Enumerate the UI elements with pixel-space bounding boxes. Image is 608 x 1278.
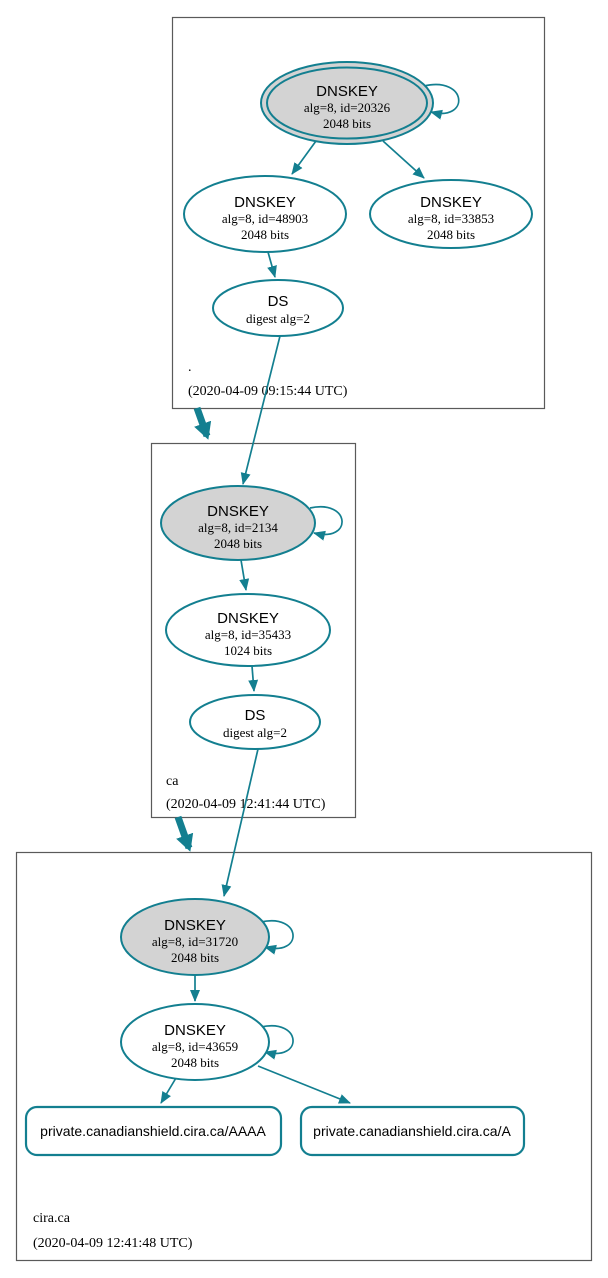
root-ksk-detail: alg=8, id=20326 [304, 100, 391, 115]
ca-ds-node[interactable]: DS digest alg=2 [189, 694, 321, 750]
edge-root-ksk-to-zsk [291, 140, 317, 175]
zone-timestamp-cira: (2020-04-09 12:41:48 UTC) [33, 1236, 193, 1251]
ca-zsk-bits: 1024 bits [224, 643, 272, 658]
root-zsk-title: DNSKEY [234, 194, 296, 211]
rrset-a-rect[interactable] [299, 1105, 526, 1157]
cira-ksk-ellipse[interactable] [120, 898, 270, 976]
ca-ksk-bits: 2048 bits [214, 536, 262, 551]
edge-ca-ksk-selfloop [309, 505, 343, 541]
edge-ca-ksk-to-zsk [239, 559, 250, 591]
zone-label-root: . [188, 360, 192, 375]
root-ksk-node[interactable]: DNSKEY alg=8, id=20326 2048 bits [260, 61, 434, 145]
root-zsk-bits: 2048 bits [241, 227, 289, 242]
root-ds-node[interactable]: DS digest alg=2 [212, 279, 344, 337]
edge-delegation-ca-to-cira [174, 815, 194, 852]
ca-ds-detail: digest alg=2 [223, 725, 287, 740]
ca-ds-title: DS [245, 707, 266, 724]
zone-box-cira [15, 851, 593, 1262]
cira-ksk-node[interactable]: DNSKEY alg=8, id=31720 2048 bits [120, 898, 270, 976]
ca-ksk-node[interactable]: DNSKEY alg=8, id=2134 2048 bits [160, 485, 316, 561]
ca-zsk-title: DNSKEY [217, 610, 279, 627]
edge-cira-ksk-selfloop [260, 919, 294, 955]
cira-zsk-title: DNSKEY [164, 1022, 226, 1039]
root-ds-title: DS [268, 293, 289, 310]
cira-zsk-node[interactable]: DNSKEY alg=8, id=43659 2048 bits [120, 1003, 270, 1081]
rrset-aaaa-node[interactable]: private.canadianshield.cira.ca/AAAA [24, 1105, 283, 1157]
edge-delegation-root-to-ca [193, 406, 212, 440]
edge-root-ksk-to-key3 [382, 140, 425, 179]
root-key3-detail: alg=8, id=33853 [408, 211, 494, 226]
root-key3-title: DNSKEY [420, 194, 482, 211]
cira-zsk-bits: 2048 bits [171, 1055, 219, 1070]
root-key3-ellipse[interactable] [369, 179, 533, 249]
ca-zsk-detail: alg=8, id=35433 [205, 627, 291, 642]
root-ds-ellipse[interactable] [212, 279, 344, 337]
cira-ksk-title: DNSKEY [164, 917, 226, 934]
root-key3-node[interactable]: DNSKEY alg=8, id=33853 2048 bits [369, 179, 533, 249]
zone-box-root [171, 16, 546, 410]
zone-timestamp-root: (2020-04-09 09:15:44 UTC) [188, 384, 348, 399]
cira-ksk-bits: 2048 bits [171, 950, 219, 965]
root-ksk-ellipse[interactable] [260, 61, 434, 145]
ca-ksk-ellipse[interactable] [160, 485, 316, 561]
zone-label-cira: cira.ca [33, 1211, 71, 1226]
edge-root-ksk-selfloop [423, 83, 460, 120]
root-ksk-title: DNSKEY [316, 83, 378, 100]
ca-ds-ellipse[interactable] [189, 694, 321, 750]
zone-label-ca: ca [166, 774, 179, 789]
root-zsk-detail: alg=8, id=48903 [222, 211, 308, 226]
edge-root-zsk-to-ds [267, 251, 277, 278]
ca-zsk-node[interactable]: DNSKEY alg=8, id=35433 1024 bits [165, 593, 331, 667]
rrset-aaaa-rect[interactable] [24, 1105, 283, 1157]
root-ds-detail: digest alg=2 [246, 311, 310, 326]
edge-cira-zsk-to-a [257, 1065, 351, 1104]
rrset-aaaa-label: private.canadianshield.cira.ca/AAAA [40, 1123, 266, 1139]
root-ksk-inner-ellipse [266, 66, 428, 140]
root-zsk-node[interactable]: DNSKEY alg=8, id=48903 2048 bits [183, 175, 347, 253]
edge-cira-zsk-to-aaaa [160, 1077, 177, 1104]
edge-root-ds-to-ca-ksk [240, 335, 281, 485]
edge-ca-ds-to-cira-ksk [221, 748, 259, 897]
cira-zsk-detail: alg=8, id=43659 [152, 1039, 238, 1054]
root-ksk-bits: 2048 bits [323, 116, 371, 131]
cira-ksk-detail: alg=8, id=31720 [152, 934, 238, 949]
ca-zsk-ellipse[interactable] [165, 593, 331, 667]
root-key3-bits: 2048 bits [427, 227, 475, 242]
edge-ca-zsk-to-ds [248, 665, 259, 692]
root-zsk-ellipse[interactable] [183, 175, 347, 253]
ca-ksk-detail: alg=8, id=2134 [198, 520, 278, 535]
rrset-a-node[interactable]: private.canadianshield.cira.ca/A [299, 1105, 526, 1157]
edge-cira-zsk-selfloop [260, 1024, 294, 1060]
ca-ksk-title: DNSKEY [207, 503, 269, 520]
cira-zsk-ellipse[interactable] [120, 1003, 270, 1081]
rrset-a-label: private.canadianshield.cira.ca/A [313, 1123, 511, 1139]
